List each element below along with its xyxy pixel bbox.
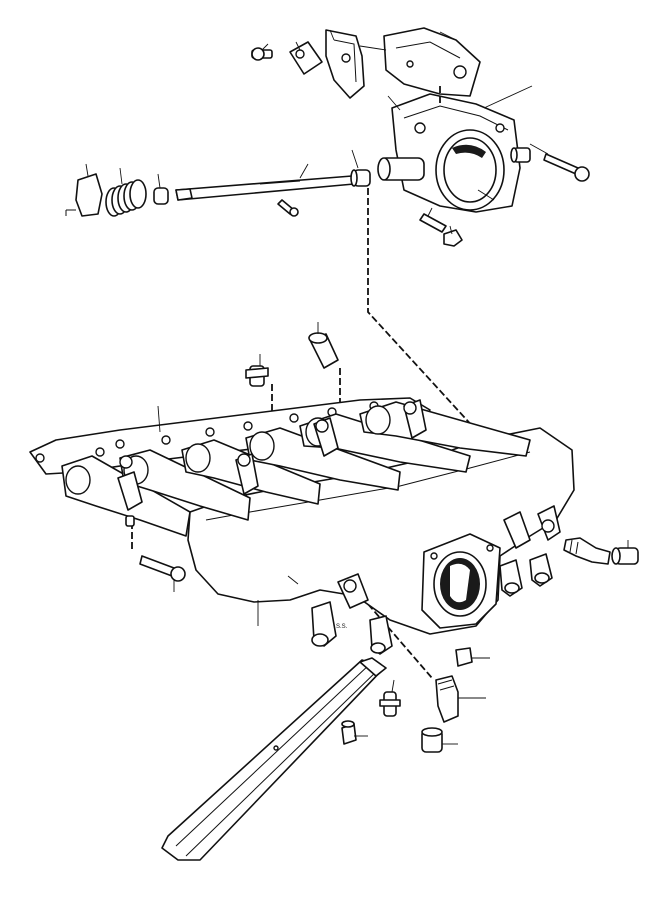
intake-manifold: S.S. [29, 397, 575, 655]
bleed-screw [341, 720, 368, 745]
runner-bosses [117, 399, 427, 511]
manifold-support-bracket [161, 657, 387, 861]
throttle-body-assembly [251, 27, 590, 247]
spring-lever [65, 163, 103, 217]
manifold-bolt [139, 555, 186, 592]
spindle-screw [277, 199, 299, 217]
nipple-fitting [379, 679, 401, 717]
manifold-stud [245, 354, 269, 387]
cap-right [611, 540, 639, 565]
elbow-fitting-lower [435, 675, 486, 723]
throttle-lever-bracket [325, 29, 365, 99]
cable-bracket [359, 27, 481, 97]
housing-screw [529, 143, 590, 182]
return-spring [105, 167, 147, 217]
manifold-plug [125, 515, 135, 527]
throttle-spindle-assembly [65, 149, 371, 217]
throttle-spindle [175, 163, 355, 201]
throttle-housing [377, 85, 533, 213]
adjusting-screw [419, 207, 447, 233]
spindle-end-bushing [350, 149, 371, 187]
vacuum-pipe-stubs [311, 505, 561, 655]
lock-nut [443, 225, 463, 247]
bracket-tab [289, 41, 323, 75]
cap-lower [421, 727, 458, 753]
flange-holes [35, 401, 379, 463]
manifold-boss [337, 573, 369, 609]
throttle-flange [421, 533, 501, 629]
sensor-plug [455, 647, 490, 667]
manifold-spacer [308, 322, 339, 369]
bracket-screw [251, 43, 273, 61]
manifold-casting-mark: S.S. [336, 624, 348, 630]
spindle-bushing [510, 147, 531, 163]
spindle-washer [153, 173, 169, 205]
elbow-fitting-right [563, 537, 611, 565]
